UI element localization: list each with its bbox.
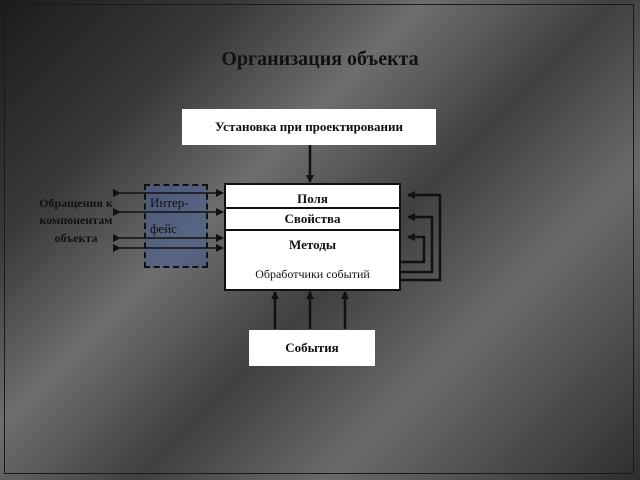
events-box: События	[249, 330, 375, 366]
object-box: Поля Свойства Методы Обработчики событий	[224, 183, 401, 291]
design-setup-label: Установка при проектировании	[215, 119, 403, 134]
interface-label: Интер- фейс	[150, 190, 210, 242]
methods-row: Методы	[289, 237, 336, 252]
event-handlers-row: Обработчики событий	[255, 267, 370, 281]
component-access-label: Обращения к компонентам объекта	[20, 195, 132, 247]
slide-frame	[4, 4, 634, 474]
diagram-title: Организация объекта	[221, 48, 419, 70]
component-access-line-3: объекта	[54, 230, 98, 245]
interface-box	[144, 184, 208, 268]
loop-middle	[401, 213, 434, 274]
loop-outer	[401, 191, 442, 282]
component-access-line-2: компонентам	[39, 213, 113, 228]
events-label: События	[285, 340, 339, 355]
design-setup-box: Установка при проектировании	[182, 109, 436, 145]
component-access-line-1: Обращения к	[39, 196, 113, 210]
properties-row: Свойства	[226, 209, 399, 231]
fields-row: Поля	[226, 188, 399, 209]
loop-inner	[401, 233, 426, 264]
interface-line-1: Интер-	[150, 195, 189, 210]
interface-line-2: фейс	[150, 221, 177, 236]
